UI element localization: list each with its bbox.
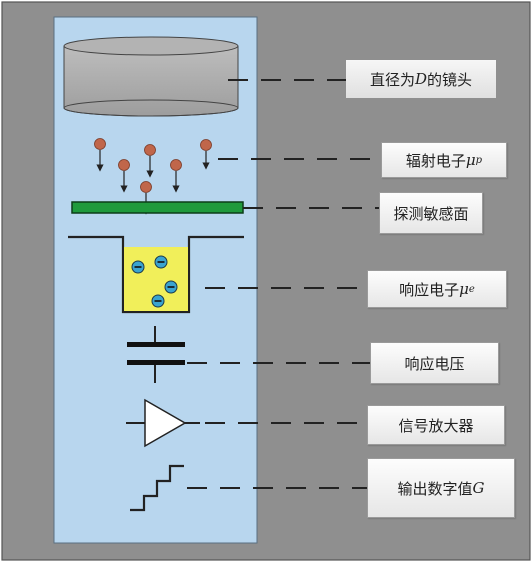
lens-label-var: D [414,70,428,88]
response-electrons-sub: e [468,283,475,295]
output-label-var: G [472,479,485,497]
particle-3 [144,144,156,178]
voltage-label: 响应电压 [370,342,499,384]
particle-5 [200,139,212,170]
lens-label-prefix: 直径为 [369,70,415,89]
lens-label-suffix: 的镜头 [427,70,473,89]
voltage-label-text: 响应电压 [404,354,465,373]
cylinder-lens-icon [63,36,239,117]
response-electrons-prefix: 响应电子 [399,280,460,299]
electron-3 [164,280,178,294]
green-plate-icon [71,201,244,214]
electron-2 [154,255,168,269]
falling-particle-arrows-icon [94,138,212,215]
particle-4 [170,159,182,193]
radiation-label-prefix: 辐射电子 [405,151,466,170]
potential-well-with-electrons-icon [68,235,244,314]
particle-2 [118,159,130,193]
electron-4 [151,294,165,308]
sensor-label-text: 探测敏感面 [393,204,469,223]
triangle-amplifier-icon [126,398,200,448]
amplifier-label: 信号放大器 [367,405,505,445]
radiation-label-var: μ [465,151,476,169]
output-label-prefix: 输出数字值 [397,479,473,498]
response-electrons-var: μ [459,280,469,298]
electron-1 [131,260,145,274]
staircase-digital-icon [130,464,184,512]
particle-1 [94,138,106,172]
amplifier-label-text: 信号放大器 [398,416,474,435]
radiation-label-sub: p [475,154,483,166]
sensor-label: 探测敏感面 [379,192,483,234]
capacitor-plates-icon [127,326,185,383]
